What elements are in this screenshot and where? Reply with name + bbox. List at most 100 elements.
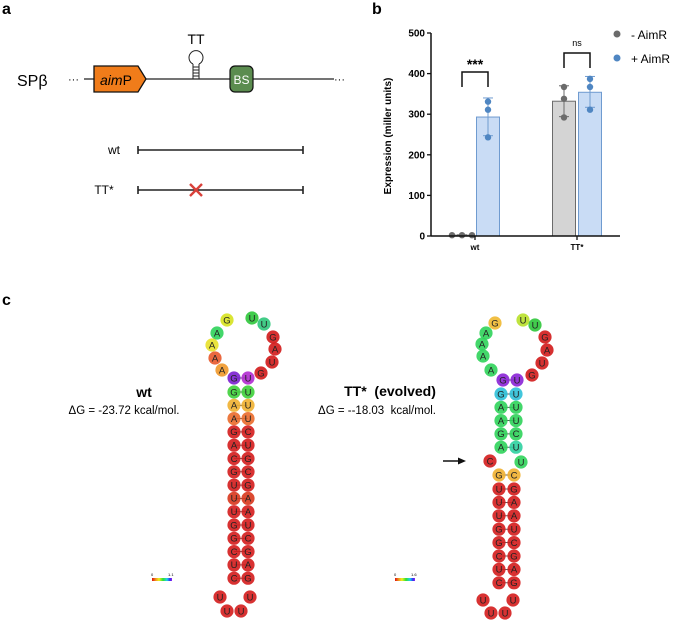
nucleotide (215, 363, 229, 377)
terminator-hairpin-icon (188, 50, 204, 79)
nucleotide (241, 518, 255, 532)
nucleotide (514, 455, 528, 469)
nucleotide-letter: G (244, 574, 251, 585)
nucleotide (241, 478, 255, 492)
y-tick-label: 100 (408, 191, 425, 202)
nucleotide-letter: U (245, 414, 252, 425)
nucleotide (507, 522, 521, 536)
wt-scale-min: 0 (151, 572, 154, 577)
nucleotide-letter: G (230, 467, 237, 478)
legend-minus-aimr-marker (613, 30, 621, 38)
nucleotide (268, 342, 282, 356)
nucleotide (220, 604, 234, 618)
nucleotide-letter: U (510, 595, 517, 606)
nucleotide-letter: U (520, 315, 527, 326)
nucleotide-letter: G (269, 332, 276, 343)
nucleotide-letter: U (231, 494, 238, 505)
construct-wt-line (137, 146, 304, 154)
nucleotide-letter: A (209, 340, 216, 351)
nucleotide-letter: G (510, 484, 517, 495)
nucleotide (492, 482, 506, 496)
legend: - AimR + AimR (613, 28, 670, 66)
nucleotide-letter: G (510, 551, 517, 562)
nucleotide (509, 400, 523, 414)
data-point (586, 83, 594, 91)
nucleotide (494, 440, 508, 454)
nucleotide-letter: U (518, 457, 525, 468)
nucleotide (241, 385, 255, 399)
nucleotide-letter: U (245, 441, 252, 452)
nucleotide-letter: G (244, 454, 251, 465)
construct-wt-label: wt (107, 143, 121, 157)
arrow-icon (443, 457, 466, 465)
data-point (458, 231, 466, 239)
nucleotide (483, 454, 497, 468)
nucleotide (528, 318, 542, 332)
nucleotide-letter: U (217, 592, 224, 603)
nucleotide-letter: G (499, 375, 506, 386)
data-point (448, 231, 456, 239)
nucleotide-letter: G (528, 370, 535, 381)
nucleotide (227, 385, 241, 399)
nucleotide (494, 400, 508, 414)
y-tick-label: 400 (408, 69, 425, 80)
nucleotide (507, 576, 521, 590)
y-tick-label: 500 (408, 29, 425, 40)
bar (552, 100, 576, 237)
nucleotide (492, 562, 506, 577)
left-ellipsis: ··· (68, 74, 79, 86)
nucleotide-letter: A (511, 511, 518, 522)
nucleotide-letter: A (488, 365, 495, 376)
nucleotide (243, 590, 257, 604)
nucleotide-letter: U (269, 357, 276, 368)
nucleotide-letter: U (245, 520, 252, 531)
nucleotide (220, 313, 234, 327)
nucleotide-letter: C (496, 578, 503, 589)
nucleotide (241, 571, 255, 585)
nucleotide (492, 549, 506, 563)
nucleotide (213, 590, 227, 604)
nucleotide (241, 451, 255, 466)
nucleotide-letter: U (480, 595, 487, 606)
nucleotide (254, 366, 268, 380)
nucleotide (234, 604, 248, 618)
significance-bracket (563, 52, 591, 68)
right-ellipsis: ··· (334, 74, 345, 86)
panel-c-label: c (2, 292, 11, 309)
y-tick-label: 0 (419, 232, 425, 243)
nucleotide-letter: C (231, 454, 238, 465)
nucleotide (227, 398, 241, 412)
significance-bracket (461, 71, 489, 87)
wt-structure-dg: ΔG = -23.72 kcal/mol. (69, 405, 180, 417)
nucleotide (509, 414, 523, 428)
nucleotide-letter: U (249, 313, 256, 324)
nucleotide-letter: U (245, 387, 252, 398)
nucleotide-letter: C (231, 547, 238, 558)
nucleotide-letter: A (511, 565, 518, 576)
tt-scale-max: 1.6 (411, 572, 417, 577)
nucleotide (241, 531, 255, 545)
nucleotide (488, 316, 502, 330)
nucleotide (507, 468, 521, 482)
nucleotide (205, 338, 219, 352)
nucleotide-letter: A (245, 494, 252, 505)
wt-scale-max: 1.1 (168, 572, 174, 577)
nucleotide (227, 425, 241, 439)
nucleotide-letter: G (510, 578, 517, 589)
nucleotide-letter: A (245, 507, 252, 518)
data-point (560, 95, 568, 102)
nucleotide-letter: C (511, 470, 518, 481)
nucleotide (475, 337, 489, 351)
nucleotide-letter: G (497, 429, 504, 440)
nucleotide (516, 313, 530, 327)
nucleotide-letter: A (214, 328, 221, 339)
nucleotide (492, 522, 506, 536)
tt-structure-dg: ΔG = --18.03 kcal/mol. (318, 405, 436, 417)
nucleotide (241, 398, 255, 412)
wt-structure-title: wt (135, 384, 152, 400)
nucleotide (241, 491, 255, 505)
terminator-label: TT (187, 31, 205, 47)
bar (578, 91, 602, 237)
tt-color-scale: 0 1.6 (394, 572, 417, 581)
nucleotide (227, 438, 241, 452)
